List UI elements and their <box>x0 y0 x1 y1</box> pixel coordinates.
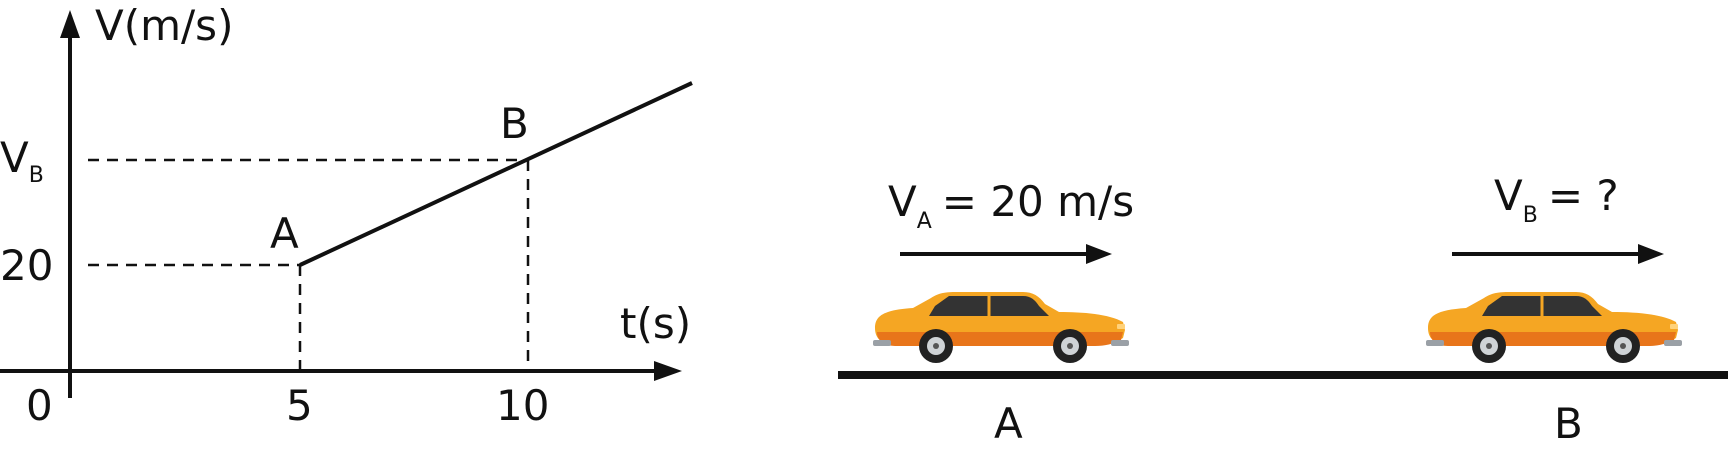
position-a-label: A <box>994 399 1023 448</box>
x-axis-arrow-icon <box>654 361 682 381</box>
car-scene: VA= 20 m/s VB= ? <box>838 171 1728 448</box>
velocity-time-graph: V(m/s) t(s) 0 20 VB 5 10 A B <box>0 1 693 430</box>
x-tick-5: 5 <box>286 381 313 430</box>
car-a-velocity-label: VA= 20 m/s <box>888 177 1134 234</box>
velocity-line <box>299 81 693 267</box>
car-b-velocity-arrow-icon <box>1638 244 1664 264</box>
point-a-label: A <box>270 209 299 258</box>
car-b-velocity-label: VB= ? <box>1494 171 1619 228</box>
x-tick-10: 10 <box>496 381 549 430</box>
position-b-label: B <box>1554 399 1583 448</box>
y-tick-vb: VB <box>0 133 44 188</box>
car-a-velocity-arrow-icon <box>1086 244 1112 264</box>
y-tick-20: 20 <box>0 241 53 290</box>
x-axis-label: t(s) <box>620 299 691 348</box>
point-b-label: B <box>500 99 529 148</box>
car-b-icon <box>1426 292 1682 363</box>
y-axis-label: V(m/s) <box>95 1 233 50</box>
origin-label: 0 <box>26 381 53 430</box>
car-a-icon <box>873 292 1129 363</box>
y-axis-arrow-icon <box>60 10 80 38</box>
